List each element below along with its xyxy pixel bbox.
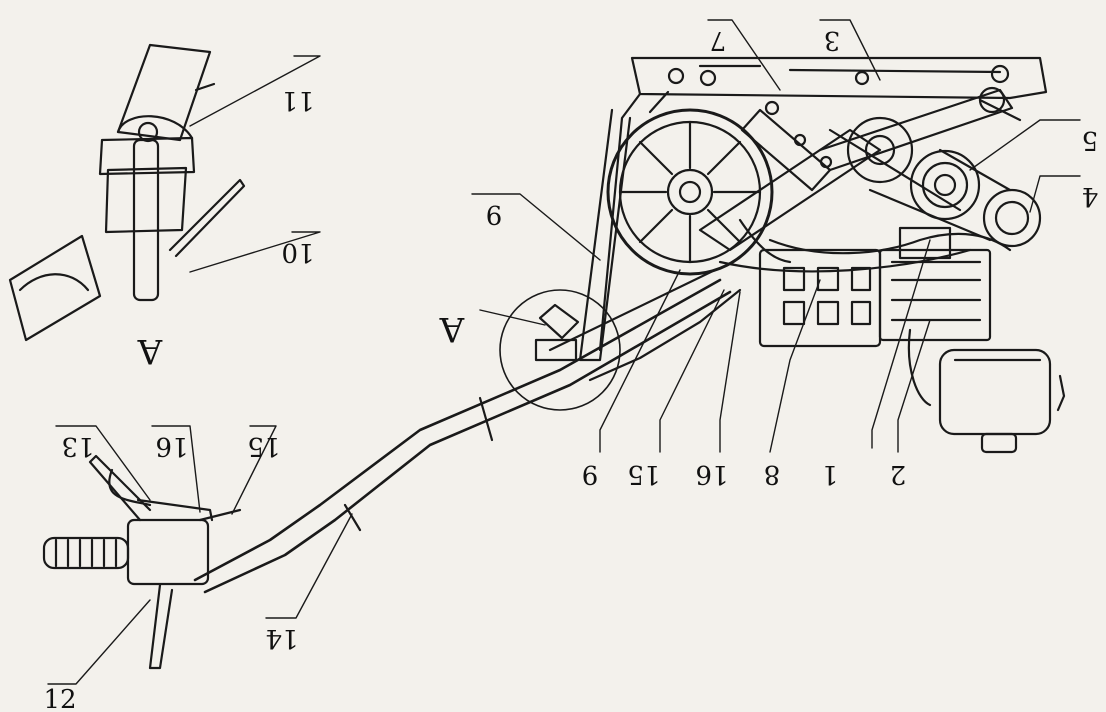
fuel-tank <box>907 328 1066 454</box>
callout-16-handle: 16 <box>155 431 188 461</box>
callout-3: 3 <box>824 25 841 55</box>
support-leg <box>578 108 632 362</box>
handlebar-tube <box>193 268 742 594</box>
callout-7: 7 <box>710 25 727 55</box>
section-label-detail: A <box>137 331 163 371</box>
detail-circle <box>499 289 621 411</box>
callout-9-main: 9 <box>582 459 599 489</box>
callout-11: 14 <box>265 623 298 653</box>
callout-9-handle: 12 <box>43 685 76 712</box>
section-label-main: A <box>439 309 465 349</box>
callout-8: 8 <box>764 459 781 489</box>
detail-inset <box>8 43 246 342</box>
engine-block <box>758 226 992 348</box>
engine-pulleys <box>846 86 1042 248</box>
callout-1: 1 <box>822 459 839 489</box>
handle-grip <box>42 454 242 670</box>
large-pulley <box>606 108 774 276</box>
tension-arm <box>698 88 1014 252</box>
top-frame <box>598 56 1048 352</box>
callout-15-main: 15 <box>627 459 660 489</box>
callout-14: 11 <box>281 85 314 115</box>
callout-2: 2 <box>890 459 907 489</box>
leader-lines <box>47 19 1081 685</box>
callout-5: 5 <box>1082 125 1099 155</box>
callout-labels: 11 10 9 7 3 5 4 2 1 8 16 15 9 15 16 13 1… <box>43 25 1098 712</box>
callout-4: 4 <box>1082 181 1099 211</box>
callout-10: 13 <box>61 431 94 461</box>
callout-15-handle: 15 <box>247 431 280 461</box>
callout-12: 10 <box>281 237 314 267</box>
callout-16-main: 16 <box>695 459 728 489</box>
callout-13: 9 <box>486 199 503 229</box>
